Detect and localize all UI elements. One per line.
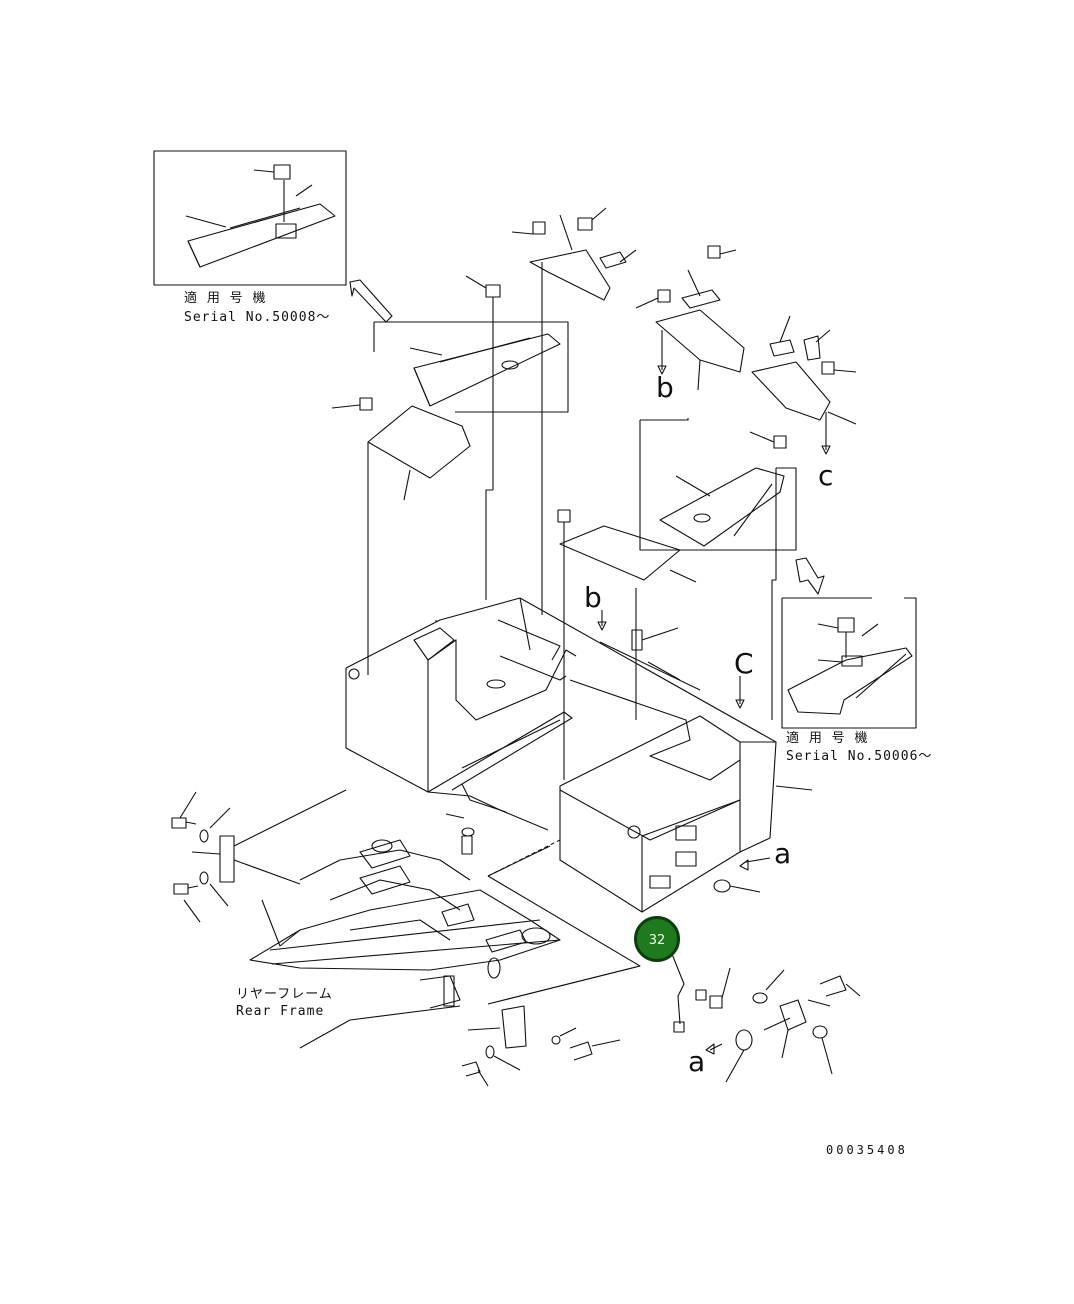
- drawing-code: 00035408: [826, 1143, 908, 1157]
- frame-arrows: [597, 610, 745, 709]
- rear-frame-label-jp: リヤーフレーム: [236, 987, 333, 1002]
- inset-right-box: [781, 597, 917, 729]
- rear-frame-label-en: Rear Frame: [236, 1004, 325, 1019]
- left-cover-plate: [331, 397, 471, 675]
- part-callout-number: 32: [648, 933, 666, 948]
- letter-a-bottom: a: [688, 1045, 706, 1078]
- switch-assembly: [671, 857, 861, 1083]
- right-brackets: [635, 245, 857, 455]
- center-plate: [557, 509, 697, 780]
- letter-c-mid: C: [734, 647, 754, 680]
- panel-center-box: [373, 275, 569, 600]
- inset-left-arrow: [349, 279, 393, 323]
- inset-left-title: 適 用 号 機: [184, 291, 267, 306]
- inset-right-title: 適 用 号 機: [786, 731, 869, 746]
- top-brackets: [511, 207, 637, 615]
- main-frame: [345, 597, 813, 913]
- letter-b-top: b: [656, 371, 674, 404]
- letter-a-right: a: [774, 837, 792, 870]
- inset-left-box: [153, 150, 347, 286]
- part-callout-32[interactable]: 32: [634, 916, 680, 962]
- letter-b-mid: b: [584, 581, 602, 614]
- inset-right-serial: Serial No.50006～: [786, 749, 933, 764]
- rear-frame: [171, 789, 641, 1087]
- inset-left-serial: Serial No.50008～: [184, 310, 331, 325]
- letter-c-top: c: [818, 459, 834, 492]
- panel-right-box: [639, 418, 825, 720]
